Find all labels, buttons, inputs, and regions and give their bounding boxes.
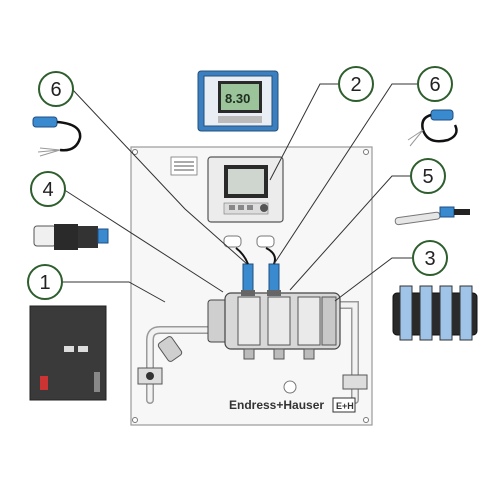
cable-glands (223, 235, 275, 248)
probe-closeup (394, 206, 470, 226)
svg-text:3: 3 (424, 248, 435, 270)
leader-line-6-right (273, 83, 418, 265)
leader-line-4 (62, 188, 224, 293)
svg-text:6: 6 (429, 74, 440, 96)
flow-assembly-closeup (392, 285, 478, 341)
controller-closeup: 8.30 (197, 70, 279, 132)
sensor-cable-left (235, 247, 249, 265)
svg-text:4: 4 (42, 179, 53, 201)
leader-line-2 (269, 83, 338, 181)
piping (146, 301, 359, 404)
installed-sensor-left (241, 263, 255, 296)
brand-wordmark: Endress+Hauser (229, 398, 324, 412)
hose-connector (157, 336, 183, 362)
nameplate (170, 156, 198, 176)
installed-sensor-right (267, 263, 281, 296)
svg-text:6: 6 (50, 79, 61, 101)
svg-text:2: 2 (350, 74, 361, 96)
panel-closeup (29, 305, 107, 401)
panel-controller (207, 156, 284, 223)
callout-4: 4 (30, 171, 66, 207)
callout-5: 5 (410, 158, 446, 194)
inlet-valve (137, 367, 163, 385)
callout-2: 2 (338, 66, 374, 102)
display-reading: 8.30 (225, 91, 250, 106)
leader-lines (60, 83, 418, 303)
callout-1: 1 (27, 264, 63, 300)
callout-3: 3 (412, 240, 448, 276)
leader-line-1 (60, 281, 166, 303)
svg-text:1: 1 (39, 272, 50, 294)
outlet-valve (342, 374, 368, 390)
svg-text:E+H: E+H (336, 401, 354, 411)
callout-6-left: 6 (38, 71, 74, 107)
sensor-cable-closeup-left (32, 116, 82, 157)
svg-text:5: 5 (422, 166, 433, 188)
leader-line-5 (289, 175, 411, 291)
drain-port (283, 380, 297, 394)
flow-assembly (207, 292, 341, 360)
leader-line-3 (334, 257, 412, 302)
leader-line-6-left (71, 88, 248, 265)
sensor-closeup (33, 224, 109, 250)
callout-6-right: 6 (417, 66, 453, 102)
sensor-cable-closeup-right (407, 109, 458, 147)
brand-logo: E+H (332, 397, 356, 413)
